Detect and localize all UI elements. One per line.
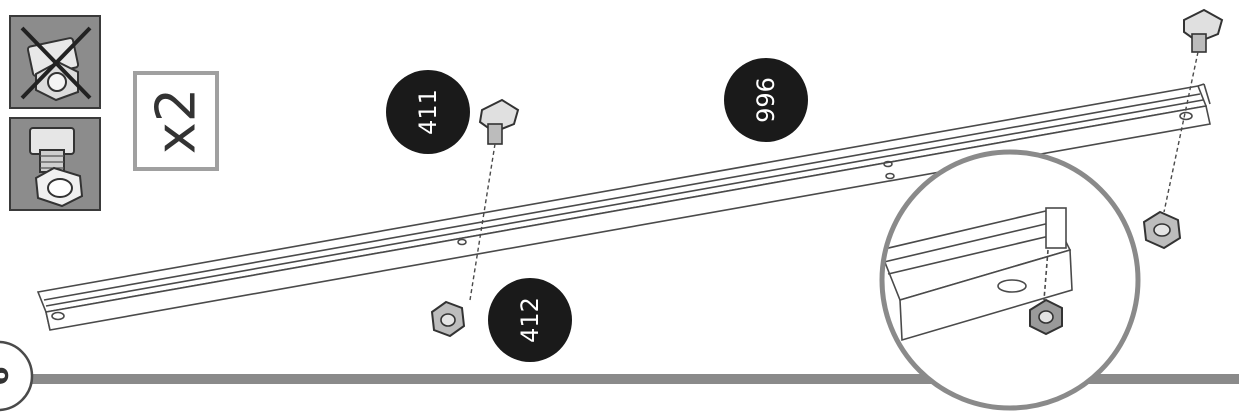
zoom-nut [1029, 298, 1063, 336]
step-number: 6 [0, 366, 15, 385]
nut-part-412 [430, 300, 466, 338]
bolt-with-nut-icon [9, 117, 101, 211]
part-callout-411: 411 [386, 70, 470, 154]
crossed-out-bolt-nut-icon [9, 15, 101, 109]
nut-right [1142, 210, 1182, 250]
step-divider: 6 [0, 340, 1239, 412]
part-number-411: 411 [414, 89, 442, 135]
hardware-icons-panel [9, 15, 101, 211]
quantity-box: x2 [133, 71, 219, 171]
quantity-label: x2 [145, 88, 208, 154]
bolt-right [1163, 8, 1224, 213]
bolt-part-411 [469, 98, 520, 301]
part-callout-996: 996 [724, 58, 808, 142]
rail-profile [36, 83, 1211, 331]
zoom-detail-circle [879, 149, 1141, 411]
part-callout-412: 412 [488, 278, 572, 362]
part-number-412: 412 [516, 297, 544, 343]
part-number-996: 996 [752, 77, 780, 123]
